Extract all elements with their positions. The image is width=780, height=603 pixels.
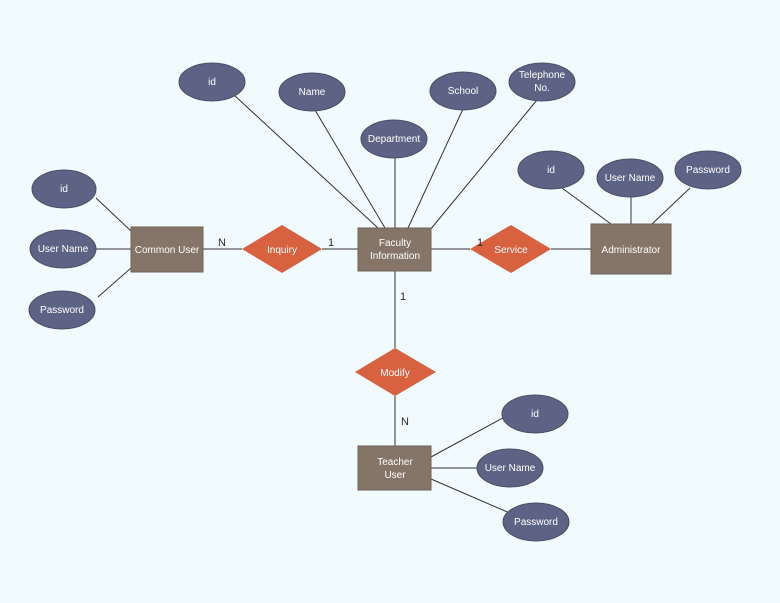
faculty-information-box <box>357 227 432 272</box>
attribute-faculty-telephone: Telephone No. <box>508 62 576 102</box>
attribute-label: Password <box>686 165 730 176</box>
attribute-teacher-username: User Name <box>476 448 544 488</box>
attribute-label: id <box>60 184 68 195</box>
attribute-admin-password: Password <box>674 150 742 190</box>
modify-diamond <box>355 348 436 396</box>
attribute-label: id <box>208 77 216 88</box>
cardinality-faculty-modify: 1 <box>400 291 406 303</box>
inquiry-diamond <box>242 225 322 273</box>
cardinality-modify-teacher: N <box>401 416 409 428</box>
attribute-label: Department <box>368 134 420 145</box>
connector-lines <box>95 94 691 515</box>
entity-teacher-user: Teacher User <box>357 445 432 491</box>
teacher-user-label-line1: Teacher <box>377 457 413 468</box>
attribute-common-user-username: User Name <box>29 229 97 269</box>
relationship-modify: Modify <box>355 348 436 396</box>
administrator-box <box>590 223 672 275</box>
attribute-admin-id: id <box>517 150 585 190</box>
attribute-common-user-id: id <box>31 169 97 209</box>
cardinality-inquiry-faculty: 1 <box>328 237 334 249</box>
line-cu-id <box>95 197 132 232</box>
attribute-label: Password <box>40 305 84 316</box>
common-user-box <box>130 226 204 273</box>
entity-faculty-information: Faculty Information <box>357 227 432 272</box>
attribute-label: Name <box>299 87 326 98</box>
attribute-label-line1: Telephone <box>519 70 566 81</box>
attribute-common-user-password: Password <box>28 290 96 330</box>
inquiry-label: Inquiry <box>267 245 297 256</box>
service-diamond <box>470 225 551 273</box>
line-tu-password <box>430 478 513 515</box>
line-admin-id <box>561 187 612 225</box>
modify-label: Modify <box>380 368 409 379</box>
faculty-information-label-line2: Information <box>370 251 420 262</box>
administrator-label: Administrator <box>602 245 662 256</box>
faculty-information-label-line1: Faculty <box>379 238 411 249</box>
attribute-label: id <box>547 165 555 176</box>
teacher-user-label-line2: User <box>384 470 406 481</box>
attribute-label: Password <box>514 517 558 528</box>
teacher-user-box <box>357 445 432 491</box>
cardinality-common-user-inquiry: N <box>218 237 226 249</box>
relationship-inquiry: Inquiry <box>242 225 322 273</box>
common-user-label: Common User <box>135 245 200 256</box>
line-admin-password <box>651 187 691 225</box>
attribute-teacher-password: Password <box>502 502 570 542</box>
attribute-admin-username: User Name <box>596 158 664 198</box>
attribute-faculty-name: Name <box>278 72 346 112</box>
line-fi-name <box>314 109 386 229</box>
line-cu-password <box>97 267 132 298</box>
entity-administrator: Administrator <box>590 223 672 275</box>
cardinality-faculty-service: 1 <box>477 237 483 249</box>
attribute-label-line2: No. <box>534 83 550 94</box>
entity-common-user: Common User <box>130 226 204 273</box>
line-fi-telephone <box>424 99 538 237</box>
attribute-label: User Name <box>485 463 536 474</box>
attribute-faculty-school: School <box>429 71 497 111</box>
line-fi-id <box>233 94 379 229</box>
attribute-faculty-id: id <box>178 62 246 102</box>
line-fi-school <box>407 108 464 229</box>
relationship-service: Service <box>470 225 551 273</box>
attribute-label: User Name <box>605 173 656 184</box>
attribute-teacher-id: id <box>501 394 569 434</box>
attribute-label: School <box>448 86 479 97</box>
line-tu-id <box>430 413 511 458</box>
attribute-label: id <box>531 409 539 420</box>
attribute-label: User Name <box>38 244 89 255</box>
service-label: Service <box>494 245 528 256</box>
attribute-faculty-department: Department <box>360 119 428 159</box>
